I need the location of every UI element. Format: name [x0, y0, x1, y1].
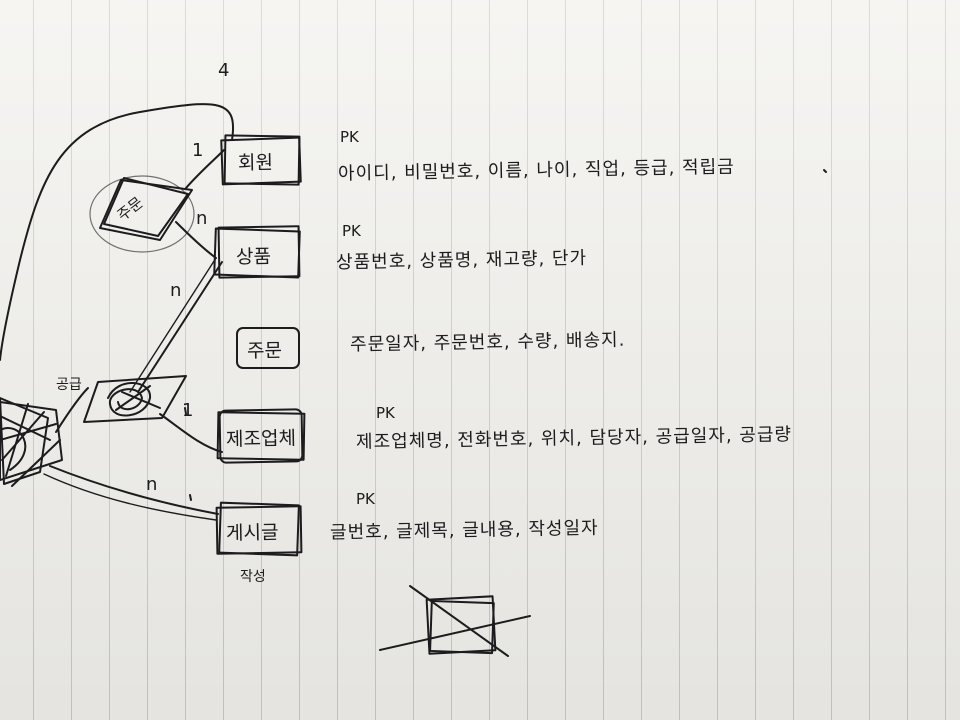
link-write-member: [55, 387, 89, 433]
link-supply-product: [137, 261, 223, 393]
entity-post-label: 게시글: [225, 521, 279, 545]
attributes-post: 글번호, 글제목, 글내용, 작성일자: [329, 517, 599, 544]
attributes-order: 주문일자, 주문번호, 수량, 배송지.: [349, 329, 626, 356]
cardinality-post: n: [146, 474, 158, 495]
member-box: [220, 134, 302, 186]
attributes-product: 상품번호, 상품명, 재고량, 단가: [335, 247, 588, 274]
pk-product: PK: [342, 222, 361, 240]
cardinality-order-product: n: [196, 208, 208, 229]
link-order-member: [185, 149, 225, 189]
supply-relationship-diamond: [83, 375, 187, 423]
link-supply-manufacturer: [159, 413, 223, 453]
product-box: [213, 225, 301, 279]
order-entity-box: [236, 327, 300, 369]
manufacturer-box: [216, 408, 306, 464]
entity-manufacturer-label: 제조업체: [225, 427, 297, 451]
pk-manufacturer: PK: [376, 404, 395, 422]
entity-order-label: 주문: [246, 339, 283, 363]
note-supply-mark: 공급: [56, 377, 82, 393]
link-write-post: [49, 465, 219, 515]
note-post-mark: 작성: [240, 569, 266, 585]
long-link-line: [0, 103, 234, 361]
cardinality-member-order: 1: [192, 140, 204, 161]
order-relationship-diamond: [89, 175, 195, 253]
pk-member: PK: [340, 128, 359, 146]
write-relationship-diamond: [0, 397, 63, 487]
entity-member-label: 회원: [237, 151, 274, 175]
cardinality-top-mark: 4: [218, 60, 230, 81]
pk-post: PK: [356, 490, 375, 508]
post-box: [215, 501, 303, 557]
entity-product-label: 상품: [235, 245, 272, 269]
link-order-product: [175, 221, 217, 259]
cardinality-manufacturer: 1: [182, 400, 194, 421]
cardinality-product-order: n: [170, 280, 182, 301]
crossed-out-box: [379, 585, 531, 657]
